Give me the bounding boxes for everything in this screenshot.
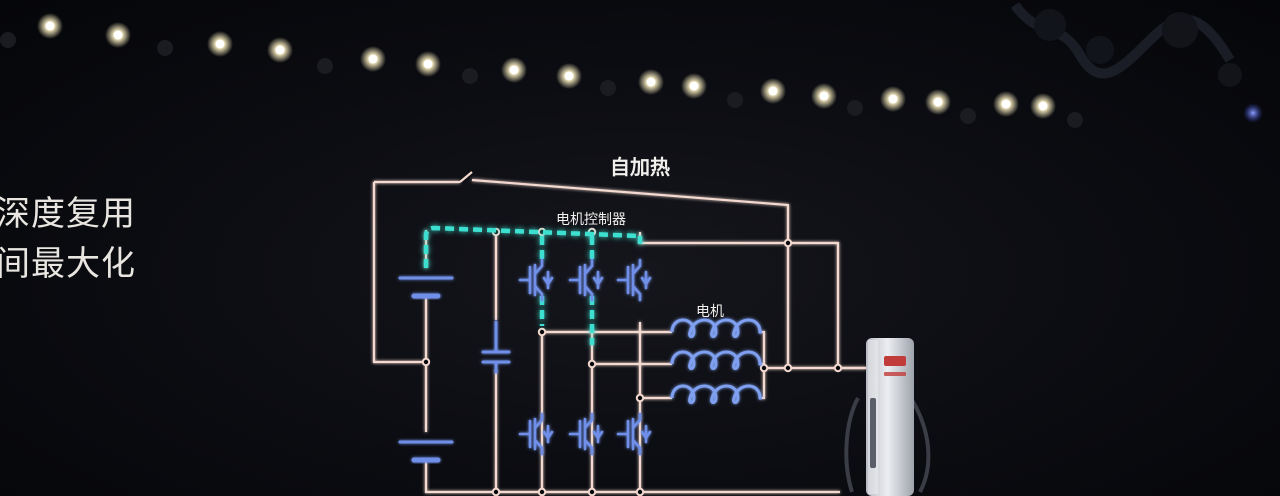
stage-light [933, 97, 943, 107]
stage-light [368, 54, 378, 64]
circuit-junction [833, 363, 843, 373]
stage-light [275, 45, 285, 55]
igbt-transistor-icon [518, 258, 554, 302]
blue-stage-light [1243, 103, 1263, 123]
light-fixture [1067, 112, 1083, 128]
motor-coil-icon [670, 350, 762, 370]
motor-coil-icon [670, 318, 762, 338]
light-fixture [157, 40, 173, 56]
circuit-junction [783, 238, 793, 248]
stage-light [1038, 101, 1048, 111]
stage-light [113, 30, 123, 40]
circuit-junction [587, 359, 597, 369]
igbt-transistor-icon [616, 412, 652, 456]
light-fixture [847, 100, 863, 116]
igbt-transistor-icon [568, 258, 604, 302]
light-fixture [960, 108, 976, 124]
stage-light [45, 21, 55, 31]
circuit-junction [587, 487, 597, 496]
igbt-transistor-icon [568, 412, 604, 456]
stage-rigging [1010, 1, 1242, 87]
stage-light [689, 81, 699, 91]
stage-light [646, 77, 656, 87]
stage-light [888, 94, 898, 104]
charger-station [844, 338, 931, 496]
stage-light [509, 65, 519, 75]
stage-lights [0, 13, 1083, 128]
circuit-switch [459, 171, 473, 183]
circuit-junction [421, 357, 431, 367]
diagram-title: 自加热 [610, 155, 670, 179]
light-fixture [0, 32, 16, 48]
current-path-highlight [423, 225, 643, 345]
charger-logo-icon [884, 356, 906, 366]
stage-light [1001, 99, 1011, 109]
battery-upper [398, 276, 454, 299]
battery-lower [398, 440, 454, 463]
stage-light [215, 39, 225, 49]
igbt-switches [518, 258, 652, 456]
light-fixture [317, 58, 333, 74]
controller-label: 电机控制器 [556, 212, 626, 228]
stage-light [768, 86, 778, 96]
light-fixture [600, 80, 616, 96]
slide-text-line-1: 深度复用 [0, 194, 136, 234]
stage-light [819, 91, 829, 101]
circuit-junctions [421, 227, 843, 496]
stage-light [564, 71, 574, 81]
light-fixture [727, 92, 743, 108]
igbt-transistor-icon [616, 258, 652, 302]
capacitor [481, 320, 511, 374]
motor-coils [670, 318, 762, 404]
circuit-junction [783, 363, 793, 373]
circuit-junction [537, 327, 547, 337]
circuit-junction [759, 363, 769, 373]
motor-label: 电机 [696, 304, 724, 320]
motor-coil-icon [670, 384, 762, 404]
light-fixture [462, 68, 478, 84]
circuit-junction [491, 487, 501, 496]
circuit-junction [537, 487, 547, 496]
circuit-junction [635, 393, 645, 403]
stage-light [423, 59, 433, 69]
slide-text-line-2: 间最大化 [0, 244, 136, 284]
circuit-junction [635, 487, 645, 496]
igbt-transistor-icon [518, 412, 554, 456]
